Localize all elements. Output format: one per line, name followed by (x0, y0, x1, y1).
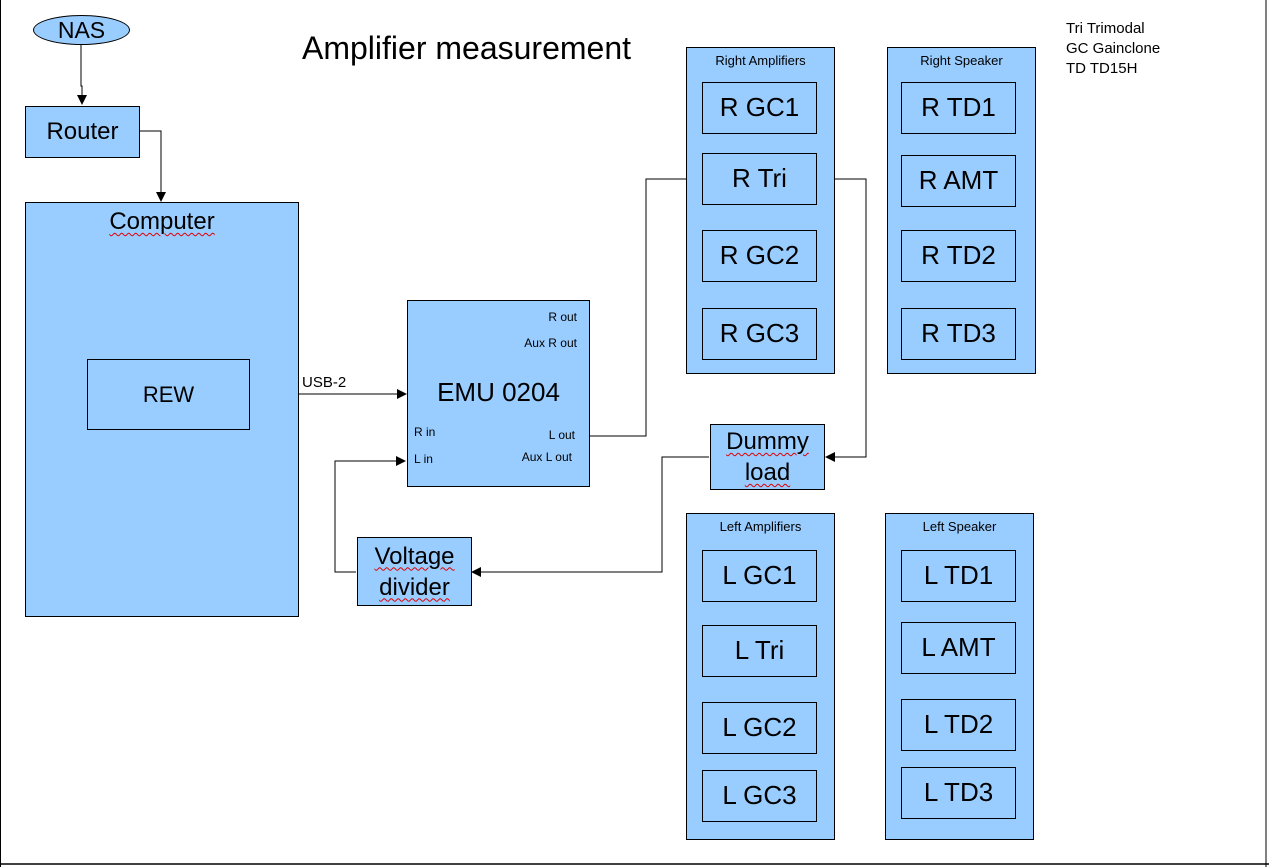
computer-label: Computer (109, 208, 215, 235)
speaker-label: R TD1 (921, 92, 996, 123)
rew-node[interactable]: REW (87, 359, 250, 430)
speaker-label: L TD1 (923, 560, 994, 591)
amp-l-gc3[interactable]: L GC3 (702, 770, 817, 822)
arrow-emu-rtri (590, 174, 702, 437)
legend-item: GC Gainclone (1066, 40, 1161, 57)
emu-interface-node[interactable]: R out Aux R out EMU 0204 R in L in L out… (407, 300, 590, 487)
emu-l-out-label: L out (548, 428, 575, 442)
amp-r-gc3[interactable]: R GC3 (702, 308, 817, 360)
right-speaker-title: Right Speaker (920, 53, 1003, 68)
speaker-label: L AMT (921, 632, 996, 663)
emu-label: EMU 0204 (437, 377, 560, 407)
voltage-divider-label: Voltage divider (374, 542, 455, 601)
amp-l-tri[interactable]: L Tri (702, 625, 817, 677)
dummy-load-node[interactable]: Dummy load (710, 424, 825, 490)
amp-l-gc2[interactable]: L GC2 (702, 702, 817, 754)
speaker-label: L TD2 (923, 709, 994, 740)
arrow-rtri-dummy (817, 178, 867, 462)
emu-aux-r-out-label: Aux R out (524, 336, 577, 350)
legend-item: TD TD15H (1066, 60, 1138, 77)
emu-r-out-label: R out (548, 310, 577, 324)
arrow-divider-emu (334, 456, 406, 573)
right-amplifiers-title: Right Amplifiers (715, 53, 806, 68)
speaker-label: L TD3 (923, 777, 994, 808)
amp-label: R GC2 (719, 240, 800, 271)
usb-label: USB-2 (302, 374, 347, 391)
amp-l-gc1[interactable]: L GC1 (702, 550, 817, 602)
left-amplifiers-title: Left Amplifiers (719, 519, 802, 534)
emu-l-in-label: L in (414, 452, 433, 466)
arrow-nas-router (77, 44, 87, 105)
spk-l-td3[interactable]: L TD3 (901, 767, 1016, 819)
spk-l-amt[interactable]: L AMT (901, 622, 1016, 674)
abbreviation-legend: Tri Trimodal GC Gainclone TD TD15H (1066, 19, 1160, 79)
spk-l-td1[interactable]: L TD1 (901, 550, 1016, 602)
arrow-dummy-divider (471, 456, 709, 577)
legend-item: Tri Trimodal (1066, 20, 1145, 37)
computer-node[interactable]: Computer (25, 202, 299, 617)
speaker-label: R TD3 (921, 318, 996, 349)
router-label: Router (46, 118, 119, 146)
spk-r-amt[interactable]: R AMT (901, 155, 1016, 207)
emu-r-in-label: R in (414, 425, 436, 439)
amp-label: L GC3 (722, 780, 797, 811)
amp-r-gc1[interactable]: R GC1 (702, 82, 817, 134)
amp-label: R Tri (732, 163, 787, 194)
emu-aux-l-out-label: Aux L out (521, 450, 572, 464)
amp-label: L GC2 (722, 712, 797, 743)
router-node[interactable]: Router (25, 106, 140, 158)
speaker-label: R TD2 (921, 240, 996, 271)
speaker-label: R AMT (918, 165, 999, 196)
amp-label: L Tri (734, 635, 785, 666)
dummy-load-label: Dummy load (726, 428, 809, 486)
spk-r-td3[interactable]: R TD3 (901, 308, 1016, 360)
nas-label: NAS (57, 16, 106, 43)
amp-r-gc2[interactable]: R GC2 (702, 230, 817, 282)
voltage-divider-node[interactable]: Voltage divider (357, 537, 472, 606)
arrow-router-computer (139, 130, 166, 202)
spk-r-td1[interactable]: R TD1 (901, 82, 1016, 134)
amp-r-tri[interactable]: R Tri (702, 153, 817, 205)
amp-label: R GC3 (719, 318, 800, 349)
amp-label: L GC1 (722, 560, 797, 591)
nas-node[interactable]: NAS (33, 15, 130, 45)
left-speaker-title: Left Speaker (922, 519, 997, 534)
spk-l-td2[interactable]: L TD2 (901, 699, 1016, 751)
diagram-title: Amplifier measurement (302, 30, 631, 66)
rew-label: REW (142, 381, 195, 407)
spk-r-td2[interactable]: R TD2 (901, 230, 1016, 282)
amp-label: R GC1 (719, 92, 800, 123)
